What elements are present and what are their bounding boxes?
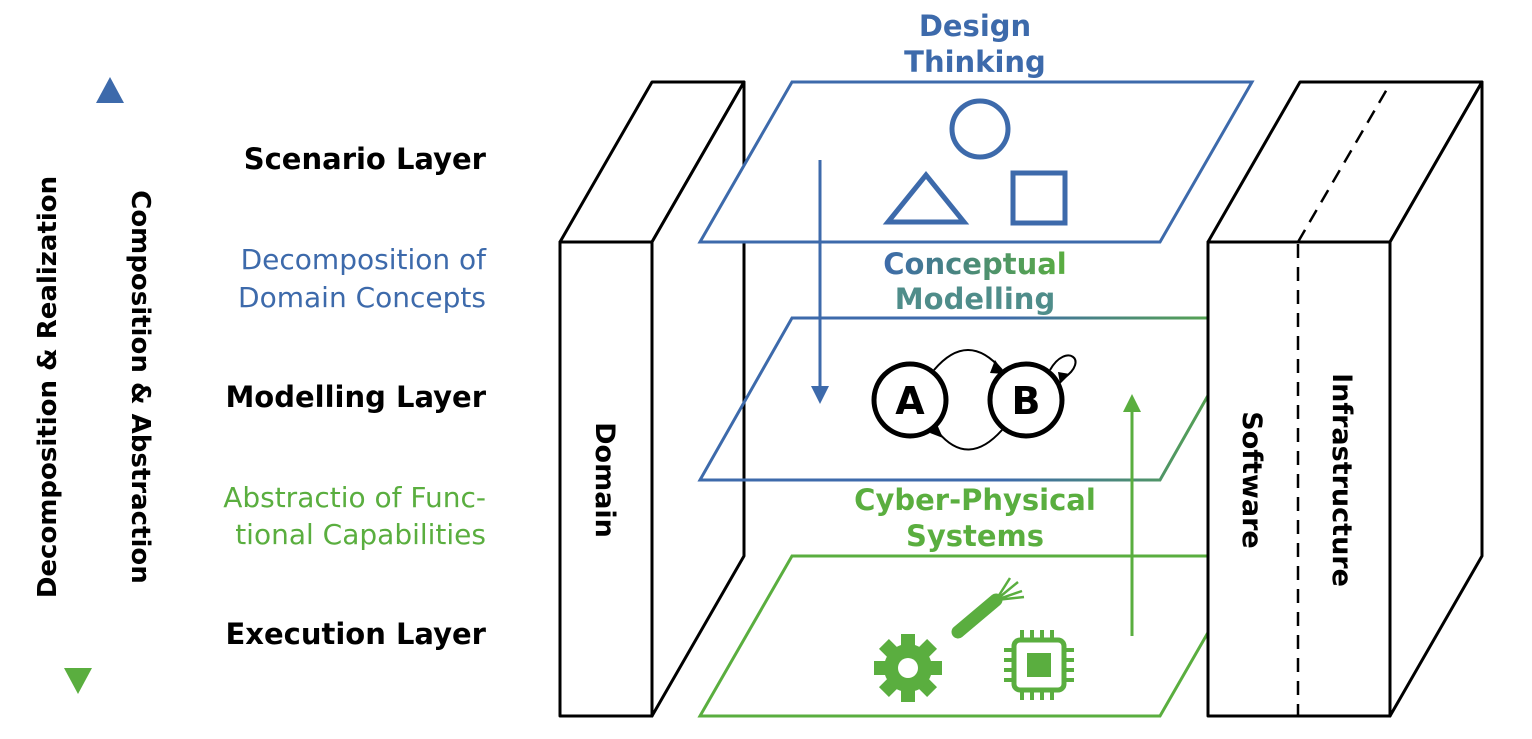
domain-label: Domain	[589, 422, 620, 538]
state-a-label: A	[895, 379, 925, 423]
triangle-icon	[882, 171, 970, 225]
software-infrastructure-box	[1206, 80, 1484, 718]
cable-icon	[951, 577, 1025, 639]
conceptual-modelling-title-line2: Modelling	[895, 282, 1055, 316]
decomposition-label-line1: Decomposition of	[241, 243, 488, 276]
abstraction-label-line1: Abstractio of Func-	[223, 481, 486, 514]
conceptual-modelling-title-line1: Conceptual	[883, 247, 1067, 281]
modelling-layer-label: Modelling Layer	[225, 380, 486, 414]
abstraction-label-line2: tional Capabilities	[235, 518, 486, 551]
cyber-physical-title-line1: Cyber-Physical	[854, 483, 1096, 517]
decomposition-label-line2: Domain Concepts	[238, 281, 486, 314]
software-label: Software	[1236, 411, 1267, 548]
state-b-label: B	[1012, 379, 1041, 423]
execution-layer-label: Execution Layer	[225, 617, 486, 651]
circle-icon	[949, 98, 1011, 160]
state-b-node	[987, 361, 1065, 439]
cyber-physical-title-line2: Systems	[906, 519, 1044, 553]
square-icon	[1010, 170, 1068, 226]
infrastructure-label: Infrastructure	[1326, 373, 1357, 587]
design-thinking-title-line1: Design	[919, 9, 1031, 43]
modelling-plane	[697, 316, 1255, 482]
scenario-layer-label: Scenario Layer	[244, 142, 487, 176]
scenario-plane	[697, 80, 1255, 244]
box-divider-top	[1296, 83, 1392, 243]
up-arrow-green	[1123, 394, 1141, 636]
composition-arrow	[96, 77, 124, 696]
gear-icon	[874, 634, 942, 702]
state-a-node	[871, 361, 949, 439]
state-machine: A B	[871, 349, 1077, 451]
decomposition-realization-label: Decomposition & Realization	[33, 176, 63, 598]
execution-plane	[697, 554, 1255, 718]
down-arrow-blue	[811, 160, 829, 404]
domain-box	[558, 80, 746, 718]
composition-abstraction-label: Composition & Abstraction	[125, 190, 155, 584]
decomposition-arrow	[64, 78, 92, 694]
design-thinking-title-line2: Thinking	[904, 45, 1046, 79]
chip-icon	[1004, 630, 1074, 700]
